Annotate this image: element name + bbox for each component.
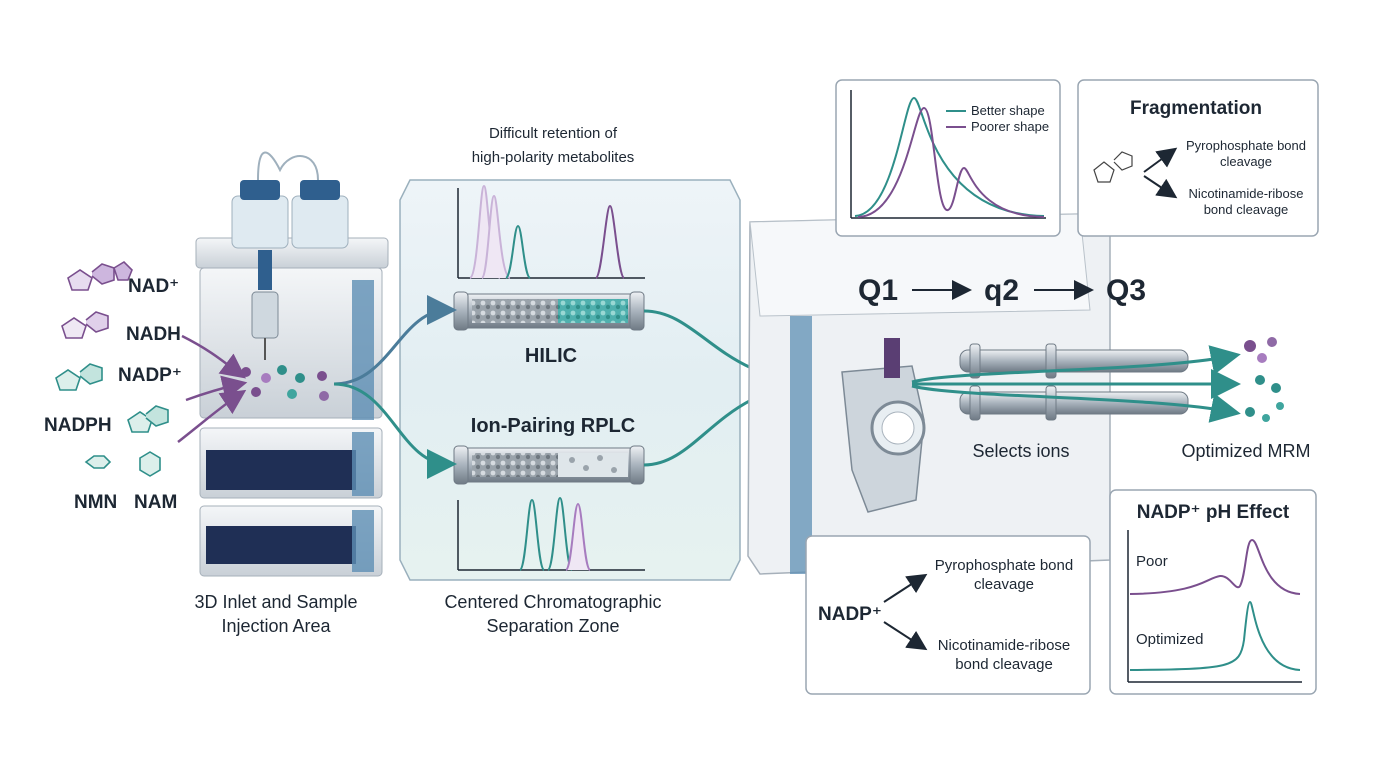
molecule-label-nadp: NADP⁺ — [118, 365, 182, 386]
molecule-label-nadh: NADH — [126, 324, 181, 345]
sample-inflow-arrows — [177, 334, 248, 443]
injector-needle-icon — [258, 250, 272, 290]
hilic-chromatogram — [457, 184, 645, 279]
inlet-caption-line2: Injection Area — [221, 616, 331, 636]
retention-note-line1: Difficult retention of — [489, 125, 618, 142]
solvent-bottle — [291, 195, 349, 249]
ion-source-probe-icon — [884, 338, 900, 378]
frag-branch1-line2: cleavage — [1220, 154, 1272, 169]
fragmentation-molecule-icon — [1093, 151, 1133, 183]
separation-caption-line2: Separation Zone — [486, 616, 619, 636]
separation-zone — [399, 179, 741, 581]
molecule-structures — [55, 260, 169, 477]
selects-ions-label: Selects ions — [972, 441, 1069, 461]
fragmentation-panel: Fragmentation Pyrophosphate bond cleavag… — [1077, 79, 1319, 237]
frag-branch1-line1: Pyrophosphate bond — [1186, 138, 1306, 153]
peak-shape-panel: Better shape Poorer shape — [835, 79, 1061, 237]
separation-caption-line1: Centered Chromatographic — [444, 592, 661, 612]
q2-label: q2 — [984, 274, 1019, 307]
molecule-label-nam: NAM — [134, 492, 177, 513]
ion-pairing-chromatogram — [457, 496, 645, 571]
nad-structure-icon — [67, 260, 133, 291]
optimized-mrm-label: Optimized MRM — [1181, 441, 1310, 461]
ion-pairing-label: Ion-Pairing RPLC — [471, 415, 635, 437]
legend-better-shape: Better shape — [971, 103, 1045, 118]
nadp-branch1-line2: cleavage — [974, 576, 1034, 593]
nam-structure-icon — [139, 451, 161, 477]
inlet-caption-line1: 3D Inlet and Sample — [194, 592, 357, 612]
quadrupole-rods — [959, 343, 1189, 421]
q3-label: Q3 — [1106, 274, 1146, 307]
molecule-label-nmn: NMN — [74, 492, 117, 513]
ph-poor-label: Poor — [1136, 553, 1168, 570]
hilic-label: HILIC — [525, 345, 577, 367]
nadp-source-label: NADP⁺ — [818, 604, 882, 625]
lc-instrument — [195, 151, 389, 577]
nadp-structure-icon — [55, 363, 103, 391]
nadp-cleavage-panel: NADP⁺ Pyrophosphate bond cleavage Nicoti… — [805, 535, 1091, 695]
nadp-branch2-line2: bond cleavage — [955, 656, 1053, 673]
molecule-label-nadph: NADPH — [44, 415, 112, 436]
ph-effect-title: NADP⁺ pH Effect — [1137, 502, 1290, 523]
q1-label: Q1 — [858, 274, 898, 307]
retention-note-line2: high-polarity metabolites — [472, 149, 635, 166]
nmn-structure-icon — [84, 455, 112, 469]
fragmentation-title: Fragmentation — [1130, 98, 1262, 119]
mass-spectrometer — [747, 213, 1284, 575]
nadp-branch2-line1: Nicotinamide-ribose — [938, 637, 1071, 654]
ion-pairing-column — [453, 445, 645, 485]
ph-effect-panel: NADP⁺ pH Effect Poor Optimized — [1109, 489, 1317, 695]
nadp-branch1-line1: Pyrophosphate bond — [935, 557, 1073, 574]
frag-branch2-line2: bond cleavage — [1204, 202, 1289, 217]
solvent-bottle — [231, 195, 289, 249]
molecule-label-nad: NAD⁺ — [128, 276, 179, 297]
nadph-structure-icon — [127, 405, 169, 433]
ph-optimized-label: Optimized — [1136, 631, 1204, 648]
hilic-column — [453, 291, 645, 331]
legend-poorer-shape: Poorer shape — [971, 119, 1049, 134]
nadh-structure-icon — [61, 311, 109, 339]
frag-branch2-line1: Nicotinamide-ribose — [1189, 186, 1304, 201]
